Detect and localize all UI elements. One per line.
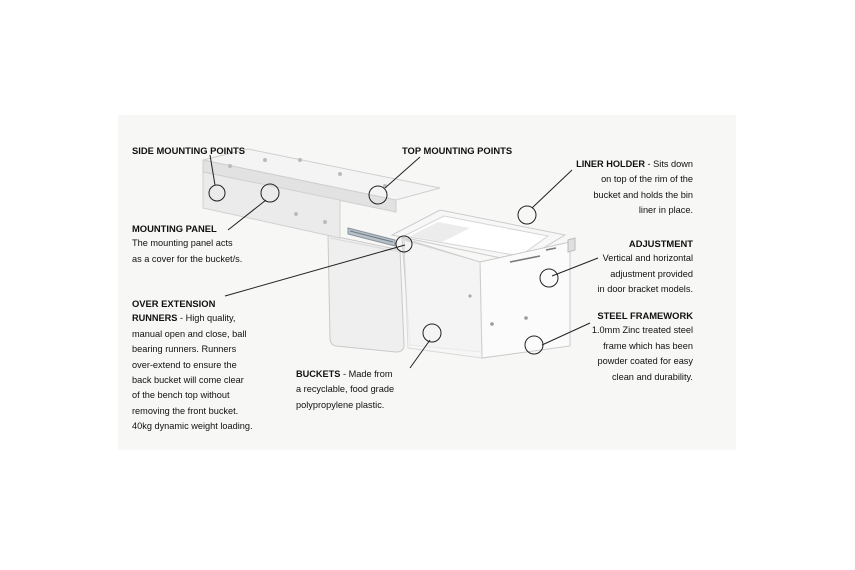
callout-runners	[224, 244, 406, 297]
over-extension-line: manual open and close, ball	[132, 328, 247, 339]
adjustment-line: Vertical and horizontal	[602, 253, 693, 264]
callout-markers	[208, 183, 559, 355]
buckets-line: polypropylene plastic.	[296, 399, 385, 410]
buckets-label: BUCKETS - Made from a recyclable, food g…	[296, 367, 446, 413]
over-extension-line: bearing runners. Runners	[132, 344, 237, 355]
liner-holder-line: on top of the rim of the	[601, 174, 693, 185]
callout-lines	[209, 154, 599, 369]
steel-frame	[403, 237, 576, 359]
mounting-panel-line: The mounting panel acts	[132, 238, 233, 249]
marker-buckets	[422, 323, 442, 343]
steel-framework-label: STEEL FRAMEWORK 1.0mm Zinc treated steel…	[540, 308, 693, 385]
steel-framework-line: 1.0mm Zinc treated steel	[591, 325, 693, 336]
over-extension-line: - High quality,	[180, 313, 236, 324]
mounting-panel-line: as a cover for the bucket/s.	[132, 253, 243, 264]
mounting-panel-label: MOUNTING PANEL The mounting panel acts a…	[132, 221, 292, 267]
buckets-title: BUCKETS	[296, 369, 341, 379]
over-extension-line: over-extend to ensure the	[132, 359, 237, 370]
callout-mounting-panel	[227, 199, 267, 231]
marker-adjustment	[539, 268, 559, 288]
adjustment-line: in door bracket models.	[597, 284, 694, 295]
liner-holder-title: LINER HOLDER	[576, 159, 645, 169]
marker-side-mounting	[208, 184, 226, 202]
callout-top-mounting	[384, 156, 421, 189]
callout-buckets	[409, 339, 431, 369]
marker-liner-holder	[517, 205, 537, 225]
over-extension-label: OVER EXTENSION RUNNERS - High quality, m…	[132, 296, 292, 435]
liner-holder-label: LINER HOLDER - Sits down on top of the r…	[520, 157, 693, 219]
liner-holder-line: - Sits down	[647, 159, 693, 169]
callout-liner-holder	[531, 169, 573, 209]
marker-steel-framework	[524, 335, 544, 355]
buckets-line: - Made from	[342, 369, 393, 379]
callout-side-mounting	[209, 154, 216, 186]
adjustment-line: adjustment provided	[610, 268, 693, 279]
liner-holder-line: liner in place.	[638, 205, 693, 216]
over-extension-title: OVER EXTENSION	[132, 298, 216, 309]
over-extension-line: removing the front bucket.	[132, 405, 239, 416]
over-extension-line: back bucket will come clear	[132, 375, 244, 386]
mounting-panel-title: MOUNTING PANEL	[132, 223, 217, 234]
marker-top-mounting	[368, 185, 388, 205]
steel-framework-title: STEEL FRAMEWORK	[597, 310, 693, 321]
back-bucket	[327, 234, 405, 353]
steel-framework-line: powder coated for easy	[597, 356, 693, 367]
adjustment-title: ADJUSTMENT	[628, 238, 693, 249]
over-extension-line: 40kg dynamic weight loading.	[132, 421, 253, 432]
callout-adjustment	[551, 257, 599, 277]
steel-framework-line: clean and durability.	[611, 371, 693, 382]
steel-framework-line: frame which has been	[603, 340, 693, 351]
buckets-line: a recyclable, food grade	[296, 384, 395, 395]
mounting-panel	[202, 148, 441, 239]
adjustment-label: ADJUSTMENT Vertical and horizontal adjus…	[540, 236, 694, 298]
over-extension-line: of the bench top without	[132, 390, 230, 401]
top-mounting-title: TOP MOUNTING POINTS	[402, 145, 513, 156]
runners-title: RUNNERS	[132, 313, 178, 324]
marker-runners	[395, 235, 413, 253]
callout-steel-framework	[541, 322, 591, 346]
marker-mounting-panel	[260, 183, 280, 203]
side-mounting-title: SIDE MOUNTING POINTS	[132, 145, 246, 156]
liner-holder-line: bucket and holds the bin	[593, 189, 693, 200]
